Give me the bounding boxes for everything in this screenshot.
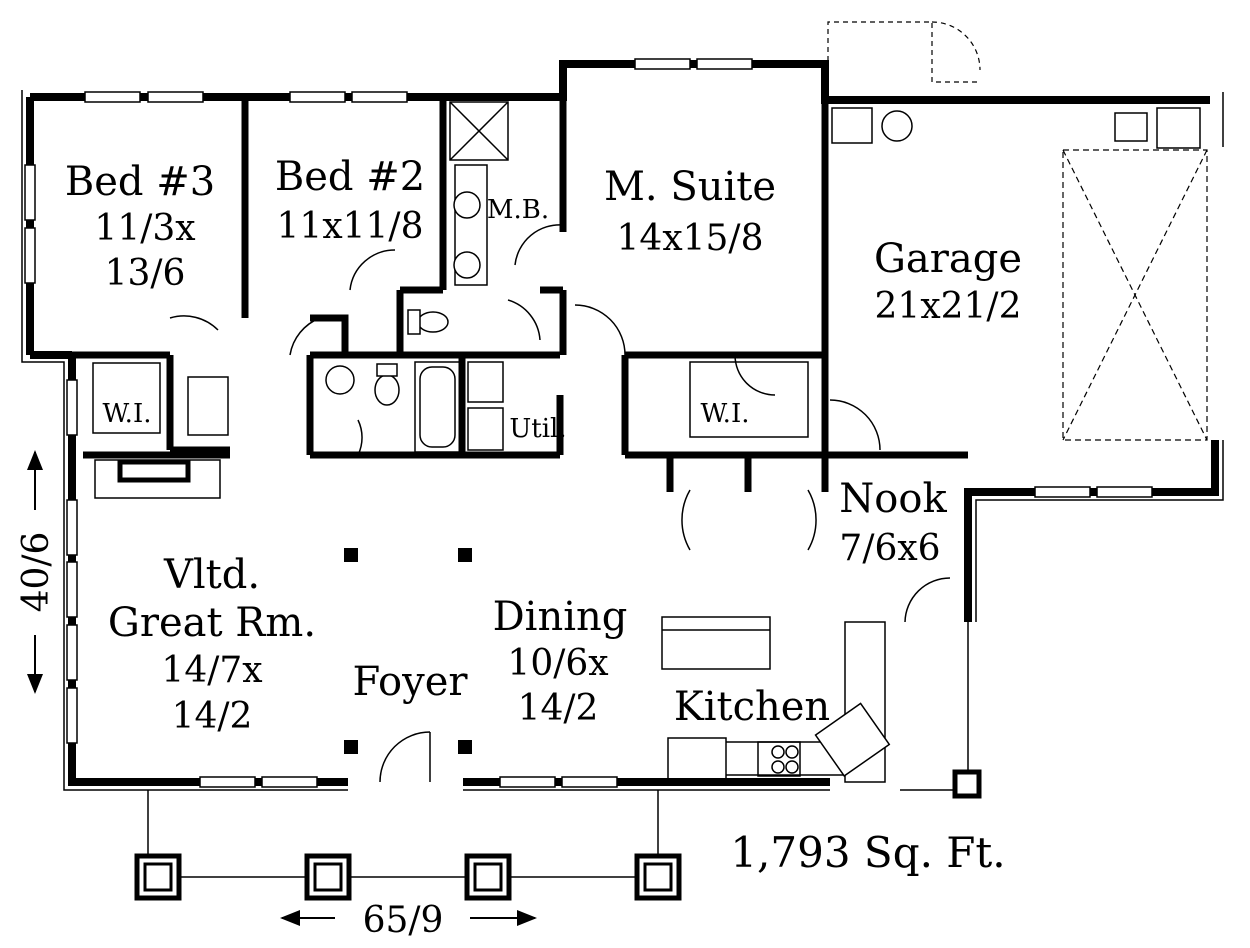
dimension-lines — [27, 450, 537, 926]
master-suite-label: M. Suite — [604, 164, 776, 210]
great-room-dim-1: 14/7x — [161, 650, 262, 691]
depth-dimension: 40/6 — [16, 532, 57, 613]
kitchen-label: Kitchen — [674, 684, 830, 730]
utility-label: Util. — [509, 414, 566, 444]
exterior-wall-outline — [21, 90, 1224, 791]
porch-lines — [147, 622, 969, 878]
room-great-room: Vltd. Great Rm. 14/7x 14/2 — [108, 552, 316, 737]
bed2-dim-1: 11x11/8 — [277, 206, 424, 247]
room-master-suite: M. Suite 14x15/8 — [604, 164, 776, 259]
dining-dim-1: 10/6x — [507, 643, 608, 684]
interior-walls — [30, 64, 968, 492]
walkin-left-label: W.I. — [103, 399, 152, 429]
nook-label: Nook — [839, 476, 947, 522]
room-nook: Nook 7/6x6 — [839, 476, 947, 569]
garage-label: Garage — [874, 236, 1022, 282]
doors — [169, 224, 951, 783]
great-room-label-1: Vltd. — [163, 552, 260, 598]
room-bed2: Bed #2 11x11/8 — [275, 154, 425, 247]
nook-dim: 7/6x6 — [839, 528, 940, 569]
plumbing-fixtures — [325, 110, 913, 778]
interior-details — [92, 101, 1201, 783]
bed3-dim-2: 13/6 — [105, 253, 186, 294]
room-bed3: Bed #3 11/3x 13/6 — [65, 159, 215, 294]
foyer-label: Foyer — [352, 659, 468, 705]
master-bath-label: M.B. — [487, 195, 549, 225]
width-dimension: 65/9 — [363, 900, 444, 941]
bed3-dim-1: 11/3x — [94, 208, 195, 249]
garage-dim: 21x21/2 — [875, 286, 1022, 327]
master-suite-dim: 14x15/8 — [617, 218, 764, 259]
garage-side-entry — [827, 21, 981, 97]
room-dining: Dining 10/6x 14/2 — [493, 594, 628, 729]
garage-door — [1062, 149, 1208, 441]
windows — [24, 58, 1220, 788]
dining-dim-2: 14/2 — [518, 688, 599, 729]
bed3-label: Bed #3 — [65, 159, 215, 205]
great-room-dim-2: 14/2 — [172, 696, 253, 737]
dining-label: Dining — [493, 594, 628, 640]
great-room-label-2: Great Rm. — [108, 600, 316, 646]
bed2-label: Bed #2 — [275, 154, 425, 200]
walkin-right-label: W.I. — [701, 399, 750, 429]
columns — [344, 548, 472, 754]
square-footage: 1,793 Sq. Ft. — [730, 828, 1005, 877]
room-garage: Garage 21x21/2 — [874, 236, 1022, 327]
